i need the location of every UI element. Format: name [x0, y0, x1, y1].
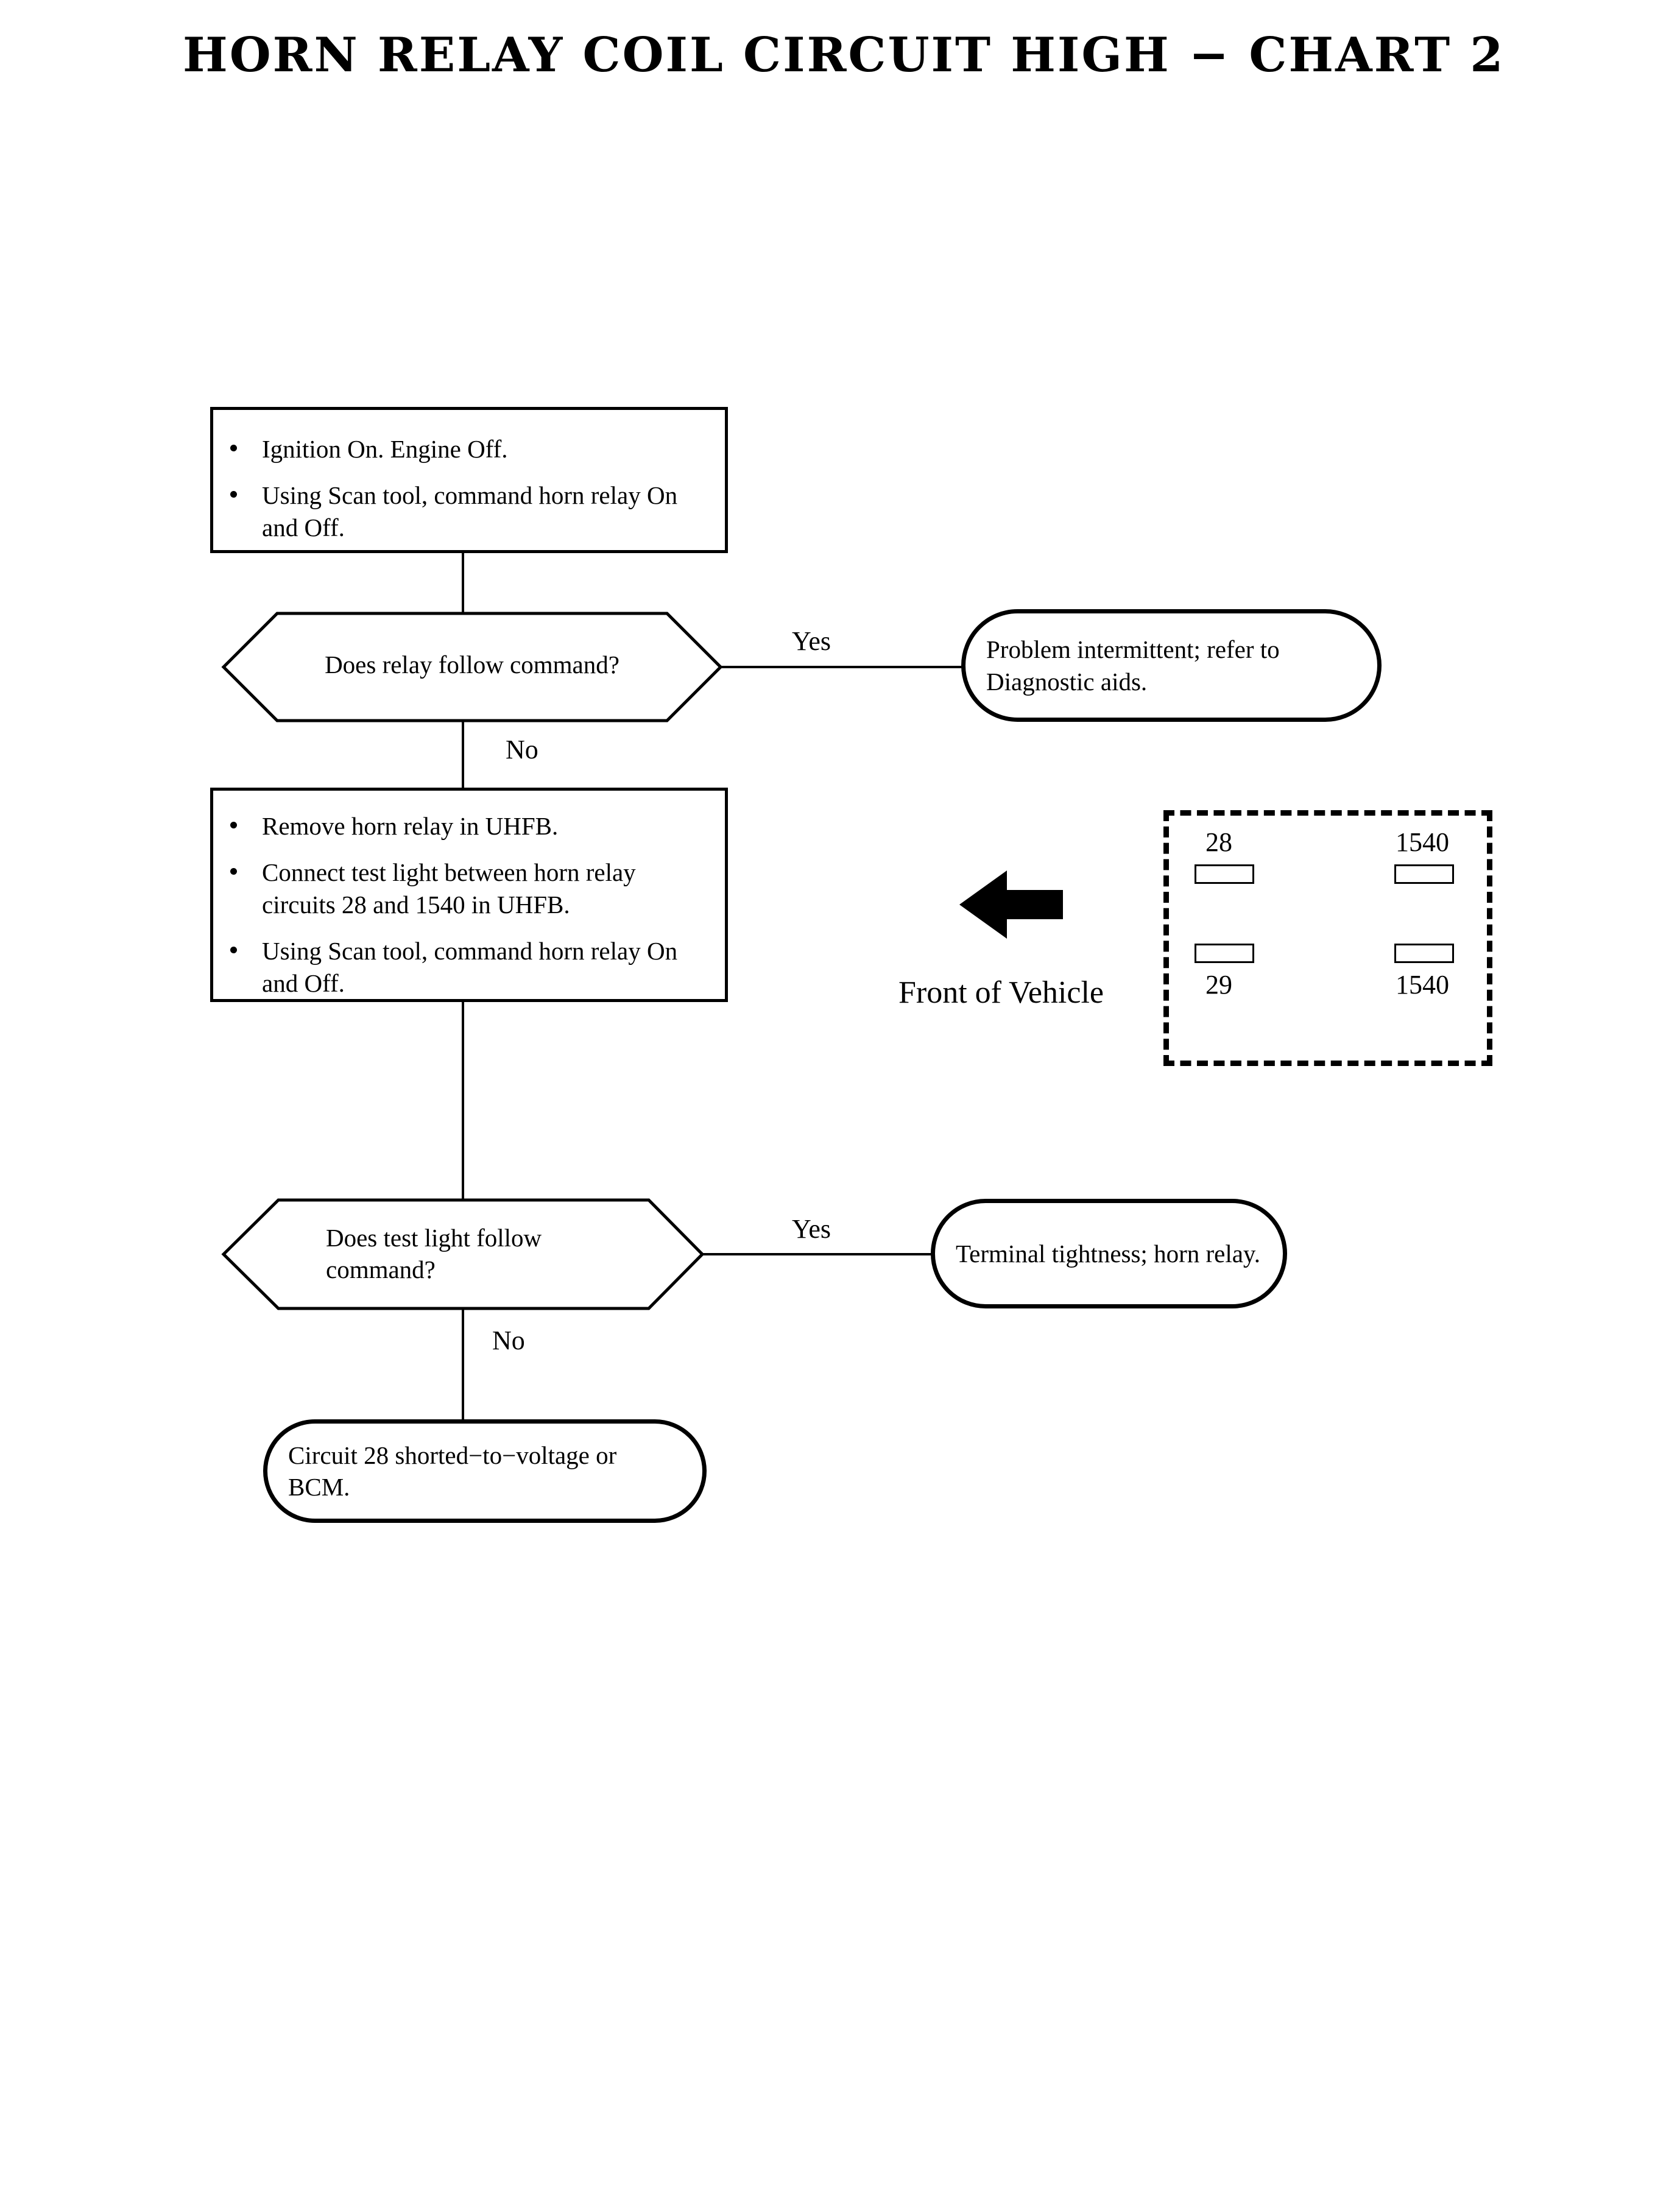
edge-label-no-2: No: [492, 1326, 525, 1355]
terminator-terminal-tightness: Terminal tightness; horn relay.: [931, 1199, 1287, 1308]
connector-step2-to-decision2: [462, 1002, 464, 1200]
bullet-dot-icon: [230, 868, 237, 875]
terminator-circuit-shorted: Circuit 28 shorted−to−voltage or BCM.: [263, 1419, 707, 1523]
front-of-vehicle-label: Front of Vehicle: [898, 975, 1104, 1010]
list-item: Using Scan tool, command horn relay On a…: [213, 935, 708, 999]
step2-bullet-2: Connect test light between horn relay ci…: [262, 858, 636, 919]
decision2-label: Does test light follow command?: [326, 1224, 542, 1284]
bullet-dot-icon: [230, 947, 237, 954]
front-of-vehicle-arrow-icon: [959, 868, 1063, 941]
connector-decision2-yes: [702, 1253, 934, 1255]
step1-bullet-2: Using Scan tool, command horn relay On a…: [262, 481, 678, 542]
process-box-step2: Remove horn relay in UHFB. Connect test …: [210, 788, 728, 1002]
terminator-circuit-shorted-label: Circuit 28 shorted−to−voltage or BCM.: [288, 1441, 617, 1501]
page-title: HORN RELAY COIL CIRCUIT HIGH − CHART 2: [183, 27, 1505, 83]
bullet-dot-icon: [230, 491, 237, 498]
decision-test-light-follow-command: Does test light follow command?: [221, 1198, 705, 1310]
step2-bullet-3: Using Scan tool, command horn relay On a…: [262, 937, 678, 997]
terminal-label-1540-top: 1540: [1396, 827, 1449, 857]
hexagon-shape: [221, 612, 723, 722]
terminal-label-1540-bottom: 1540: [1396, 970, 1449, 1000]
terminator-problem-intermittent: Problem intermittent; refer to Diagnosti…: [961, 609, 1382, 722]
step1-bullet-1: Ignition On. Engine Off.: [262, 435, 508, 463]
hexagon-shape: [221, 1198, 705, 1310]
decision-relay-follow-command: Does relay follow command?: [221, 612, 723, 722]
list-item: Using Scan tool, command horn relay On a…: [213, 479, 707, 543]
terminal-slot-28: [1195, 864, 1254, 884]
edge-label-no-1: No: [506, 735, 538, 764]
edge-label-yes-1: Yes: [792, 626, 831, 656]
list-item: Remove horn relay in UHFB.: [213, 810, 708, 842]
edge-label-yes-2: Yes: [792, 1214, 831, 1244]
connector-decision1-yes: [721, 666, 964, 668]
list-item: Connect test light between horn relay ci…: [213, 856, 708, 920]
decision1-label: Does relay follow command?: [325, 651, 619, 679]
list-item: Ignition On. Engine Off.: [213, 433, 707, 465]
step2-bullet-1: Remove horn relay in UHFB.: [262, 812, 559, 840]
bullet-dot-icon: [230, 445, 237, 451]
process-box-step1: Ignition On. Engine Off. Using Scan tool…: [210, 407, 728, 553]
terminator-problem-intermittent-label: Problem intermittent; refer to Diagnosti…: [986, 635, 1280, 696]
terminal-label-29: 29: [1205, 970, 1232, 1000]
terminal-label-28: 28: [1205, 827, 1232, 857]
connector-step1-to-decision1: [462, 553, 464, 614]
terminal-slot-1540-top: [1394, 864, 1454, 884]
terminal-slot-1540-bottom: [1394, 944, 1454, 963]
relay-socket-panel: 28 1540 29 1540: [1163, 810, 1492, 1066]
terminal-slot-29: [1195, 944, 1254, 963]
connector-decision1-no: [462, 721, 464, 788]
bullet-dot-icon: [230, 822, 237, 828]
step1-bullet-list: Ignition On. Engine Off. Using Scan tool…: [213, 410, 725, 543]
terminator-terminal-tightness-label: Terminal tightness; horn relay.: [956, 1239, 1261, 1268]
connector-decision2-no: [462, 1308, 464, 1421]
step2-bullet-list: Remove horn relay in UHFB. Connect test …: [213, 791, 725, 999]
